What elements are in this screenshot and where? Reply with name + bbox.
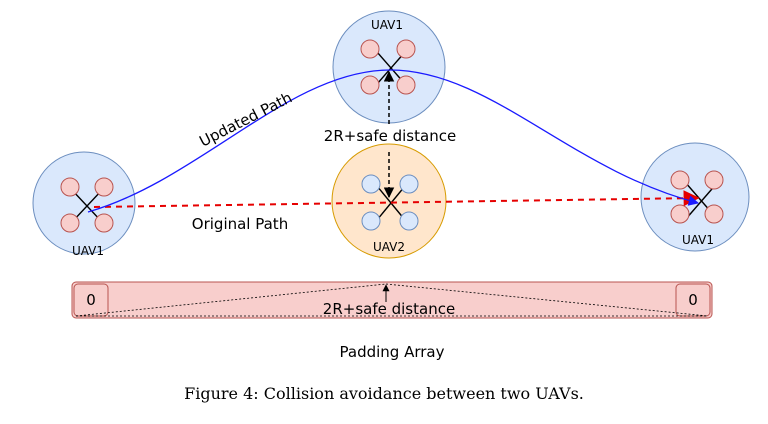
uav1-left-label: UAV1 — [72, 244, 104, 258]
padding-slope-right — [385, 283, 709, 317]
uav1-top-quad-icon — [360, 39, 416, 95]
uav1-right-quad-icon — [670, 170, 724, 224]
uav2-label: UAV2 — [373, 240, 405, 254]
padding-array-label: Padding Array — [340, 343, 445, 361]
uav1-left-quad-icon — [60, 177, 114, 233]
padding-right-value: 0 — [688, 291, 698, 309]
padding-cell-left — [73, 283, 109, 317]
original-path-label: Original Path — [192, 215, 288, 233]
uav1-top-label: UAV1 — [371, 18, 403, 32]
figure-caption: Figure 4: Collision avoidance between tw… — [184, 384, 584, 403]
original-path-line — [93, 190, 700, 208]
uav1-right-label: UAV1 — [682, 233, 714, 247]
updated-path-line — [87, 69, 700, 213]
padding-left-value: 0 — [86, 291, 96, 309]
updated-path-label: Updated Path — [196, 88, 295, 150]
uav2-quad-icon — [361, 174, 419, 231]
padding-distance-label: 2R+safe distance — [323, 300, 455, 318]
vertical-distance-label: 2R+safe distance — [324, 127, 456, 145]
padding-array: 0 0 2R+safe distance — [71, 281, 713, 319]
